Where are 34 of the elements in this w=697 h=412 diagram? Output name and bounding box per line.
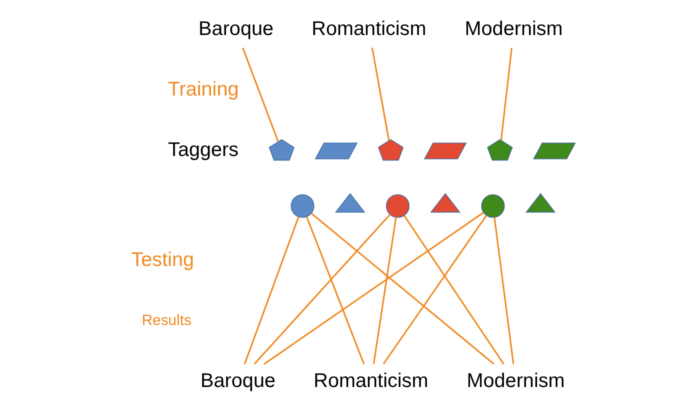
connector bbox=[253, 214, 390, 365]
connector bbox=[242, 48, 278, 142]
connector bbox=[263, 212, 484, 365]
connector bbox=[500, 48, 512, 140]
connector bbox=[382, 215, 487, 365]
node-pentagon bbox=[377, 139, 404, 161]
node-text: Modernism bbox=[464, 18, 562, 40]
label: Testing bbox=[130, 249, 194, 272]
connector bbox=[372, 217, 396, 364]
connector bbox=[305, 216, 364, 364]
node-triangle bbox=[524, 192, 556, 213]
node-parallelogram bbox=[423, 142, 466, 160]
node-triangle bbox=[334, 192, 365, 213]
connector bbox=[370, 48, 390, 141]
connector bbox=[403, 215, 504, 365]
node-triangle bbox=[430, 192, 460, 213]
label: Results bbox=[141, 313, 191, 330]
node-circle bbox=[385, 194, 410, 218]
node-text: Modernism bbox=[466, 370, 564, 392]
node-parallelogram bbox=[314, 142, 358, 160]
node-text: Baroque bbox=[200, 370, 276, 392]
node-circle bbox=[480, 194, 504, 218]
node-circle bbox=[290, 194, 314, 218]
node-text: Romanticism bbox=[313, 370, 428, 392]
node-parallelogram bbox=[532, 142, 576, 160]
connector bbox=[310, 212, 494, 365]
connector bbox=[493, 217, 514, 364]
label: Training bbox=[167, 78, 238, 100]
node-text: Baroque bbox=[198, 18, 274, 40]
node-text: Romanticism bbox=[311, 18, 426, 40]
node-pentagon bbox=[268, 139, 294, 161]
node-pentagon bbox=[486, 139, 512, 161]
connector bbox=[243, 216, 299, 364]
label: Taggers bbox=[168, 138, 238, 161]
